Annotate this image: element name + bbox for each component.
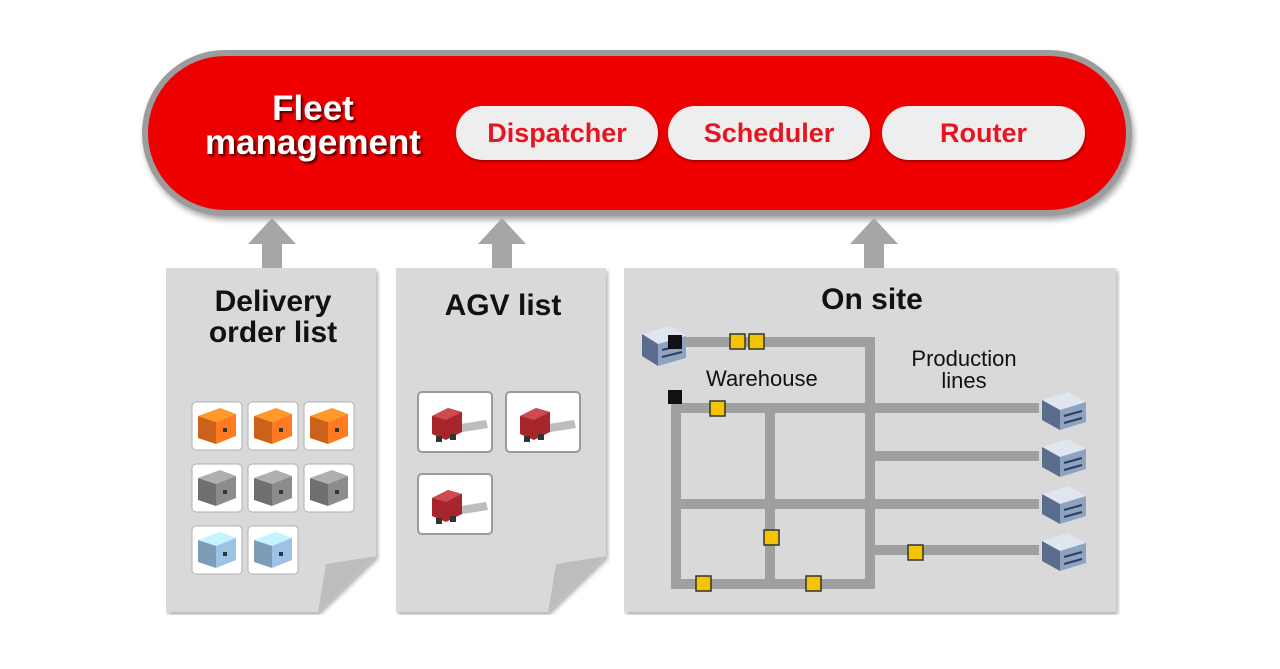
delivery-order-boxes bbox=[191, 401, 355, 575]
fleet-title-line1: Fleet bbox=[272, 89, 354, 128]
agv-marker-icon bbox=[748, 333, 765, 350]
warehouse-marker-icon bbox=[668, 335, 682, 349]
delivery-box-icon bbox=[191, 401, 243, 451]
production-building-icon bbox=[1042, 486, 1086, 524]
warehouse-label: Warehouse bbox=[706, 366, 818, 391]
production-building-icon bbox=[1042, 533, 1086, 571]
agv-marker-icon bbox=[763, 529, 780, 546]
production-lines-label-line2: lines bbox=[941, 368, 986, 393]
delivery-box-icon bbox=[247, 525, 299, 575]
delivery-up-arrow-icon bbox=[248, 218, 296, 268]
delivery-box-icon bbox=[191, 463, 243, 513]
agv-up-arrow-icon bbox=[478, 218, 526, 268]
delivery-panel-title: Delivery order list bbox=[166, 286, 380, 348]
delivery-title-line2: order list bbox=[208, 316, 338, 349]
production-building-icon bbox=[1042, 392, 1086, 430]
production-line-buildings bbox=[1042, 392, 1086, 571]
agv-vehicle-icon bbox=[417, 391, 493, 453]
delivery-box-icon bbox=[247, 463, 299, 513]
delivery-title-line1: Delivery bbox=[214, 285, 332, 318]
site-map: Warehouse Production lines bbox=[642, 326, 1086, 592]
onsite-up-arrow-icon bbox=[850, 218, 898, 268]
production-building-icon bbox=[1042, 439, 1086, 477]
delivery-box-icon bbox=[303, 463, 355, 513]
delivery-box-icon bbox=[191, 525, 243, 575]
router-module: Router bbox=[882, 106, 1085, 160]
agv-marker-icon bbox=[709, 400, 726, 417]
delivery-box-icon bbox=[247, 401, 299, 451]
fleet-title-line2: management bbox=[205, 123, 421, 162]
agv-list-panel: AGV list bbox=[396, 268, 610, 615]
dispatcher-module: Dispatcher bbox=[456, 106, 658, 160]
on-site-panel: On site bbox=[624, 268, 1120, 615]
onsite-panel-title: On site bbox=[821, 283, 923, 316]
agv-vehicle-icon bbox=[417, 473, 493, 535]
fleet-management-title: Fleet management bbox=[188, 89, 438, 162]
agv-vehicle-icon bbox=[505, 391, 581, 453]
agv-marker-icon bbox=[805, 575, 822, 592]
delivery-box-icon bbox=[303, 401, 355, 451]
scheduler-module: Scheduler bbox=[668, 106, 870, 160]
warehouse-marker-icon bbox=[668, 390, 682, 404]
agv-positions bbox=[695, 333, 924, 592]
agv-tiles bbox=[417, 391, 581, 535]
delivery-order-list-panel: Delivery order list bbox=[166, 268, 380, 615]
agv-marker-icon bbox=[729, 333, 746, 350]
agv-panel-title: AGV list bbox=[444, 289, 562, 322]
agv-marker-icon bbox=[695, 575, 712, 592]
agv-marker-icon bbox=[907, 544, 924, 561]
production-lines-label-line1: Production bbox=[911, 346, 1016, 371]
